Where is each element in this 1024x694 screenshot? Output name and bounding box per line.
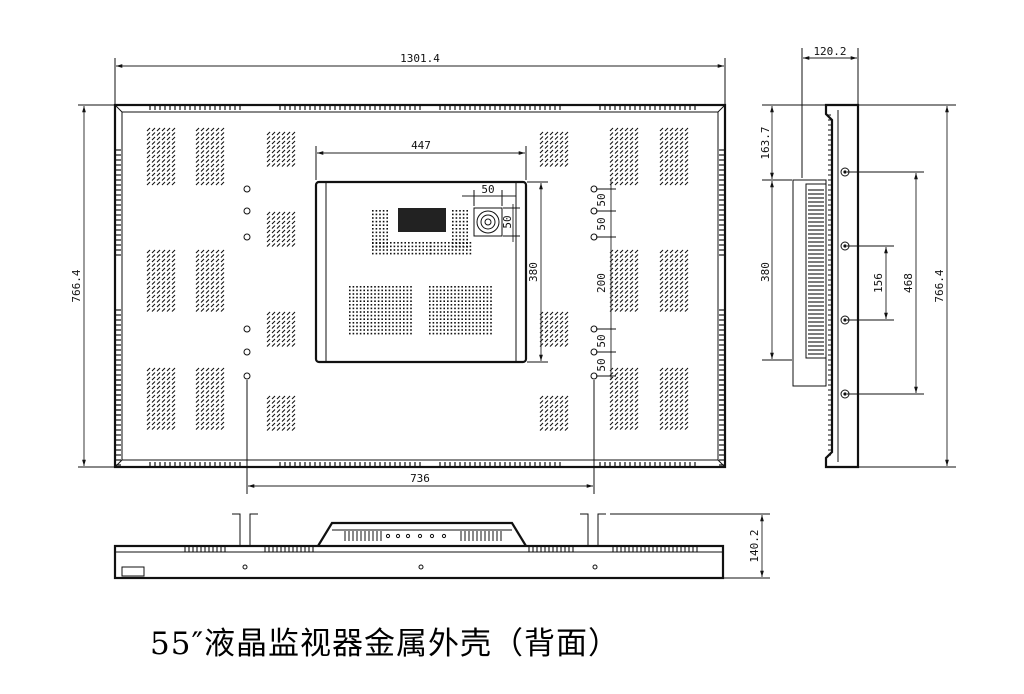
dim-overall-width: 1301.4 [400, 52, 440, 65]
side-view: 120.2 163.7 380 156 468 766.4 [759, 45, 956, 469]
vent-grille [539, 311, 569, 347]
edge-ticks [116, 106, 724, 466]
dim-fan-h: 50 [481, 183, 494, 196]
mount-hole [243, 185, 251, 193]
dim-mount-spacing: 200 [595, 273, 608, 293]
vent-grille [659, 367, 689, 430]
dim-hole-lower-a: 50 [595, 334, 608, 347]
vent-grille [195, 367, 225, 430]
vent-grille [195, 249, 225, 312]
vent-grille [195, 127, 225, 186]
bottom-ticks [184, 531, 698, 552]
dim-depth: 120.2 [813, 45, 846, 58]
vent-grille [146, 127, 176, 186]
mount-hole [243, 233, 251, 241]
vent-grille [266, 395, 296, 431]
perforation-block [349, 286, 412, 335]
dim-hole-small-b: 50 [595, 217, 608, 230]
dim-hole-small-a: 50 [595, 193, 608, 206]
vent-grille [266, 211, 296, 247]
dim-fan-v: 50 [501, 215, 514, 228]
vent-grille [539, 131, 569, 167]
dim-bottom-depth: 140.2 [748, 529, 761, 562]
side-holes [840, 167, 850, 399]
vent-grille [609, 367, 639, 430]
side-hole-center [843, 318, 847, 322]
bottom-view: 140.2 [113, 513, 770, 580]
vent-grille [266, 311, 296, 347]
rear-view: 1301.4 766.4 447 380 50 50 50 50 200 50 … [70, 52, 727, 494]
dim-panel-width: 447 [411, 139, 431, 152]
vent-grille [266, 131, 296, 167]
mount-hole [243, 372, 251, 380]
dim-side-offset: 163.7 [759, 126, 772, 159]
perforation-block [372, 242, 432, 255]
vent-grille [659, 249, 689, 312]
fan-icon [473, 207, 503, 237]
dim-overall-height: 766.4 [70, 269, 83, 302]
dim-side-panel-height: 380 [759, 262, 772, 282]
dim-side-spacing-a: 156 [872, 273, 885, 293]
dim-hole-lower-b: 50 [595, 358, 608, 371]
panel-dots [349, 210, 492, 335]
perforation-block [452, 210, 468, 248]
perforation-block [430, 242, 472, 255]
vent-grilles [146, 127, 689, 431]
side-hole-center [843, 244, 847, 248]
side-hole-center [843, 392, 847, 396]
dim-panel-height: 380 [527, 262, 540, 282]
vent-grille [146, 249, 176, 312]
dim-side-spacing-b: 468 [902, 273, 915, 293]
mount-hole [243, 325, 251, 333]
dim-side-height: 766.4 [933, 269, 946, 302]
perforation-block [372, 210, 388, 248]
mount-hole [243, 207, 251, 215]
central-panel [314, 180, 528, 364]
vent-grille [539, 395, 569, 431]
vent-grille [609, 249, 639, 312]
perforation-block [429, 286, 492, 335]
side-fins [808, 114, 831, 456]
vent-grille [659, 127, 689, 186]
vent-grille [609, 127, 639, 186]
drawing-title: 55″液晶监视器金属外壳（背面） [150, 626, 621, 662]
mount-hole [243, 348, 251, 356]
dim-hole-pitch: 736 [410, 472, 430, 485]
side-hole-center [843, 170, 847, 174]
vent-grille [146, 367, 176, 430]
